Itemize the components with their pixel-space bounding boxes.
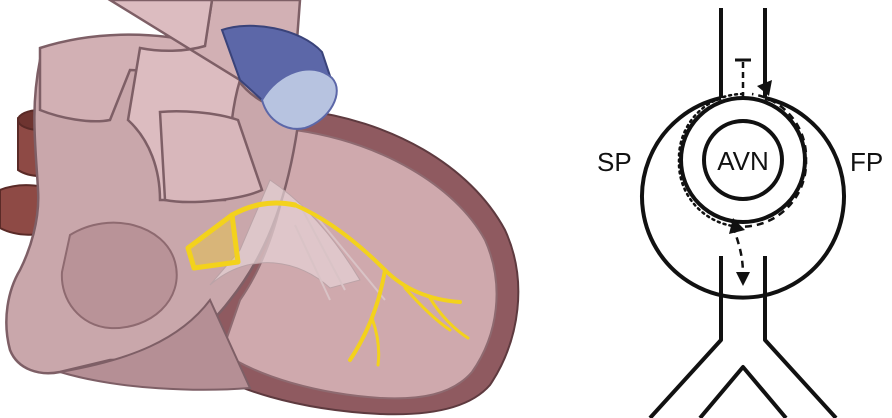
fast-pathway-label: FP: [850, 147, 883, 177]
slow-pathway-label: SP: [597, 147, 632, 177]
exit-path-dashed: [733, 226, 743, 275]
exit-arrowhead: [736, 272, 750, 286]
atrial-bulge: [62, 223, 177, 328]
avn-label: AVN: [717, 146, 769, 176]
bifurcation-inner: [700, 367, 786, 418]
avnrt-schematic: [642, 8, 844, 418]
heart-illustration: [0, 0, 518, 414]
